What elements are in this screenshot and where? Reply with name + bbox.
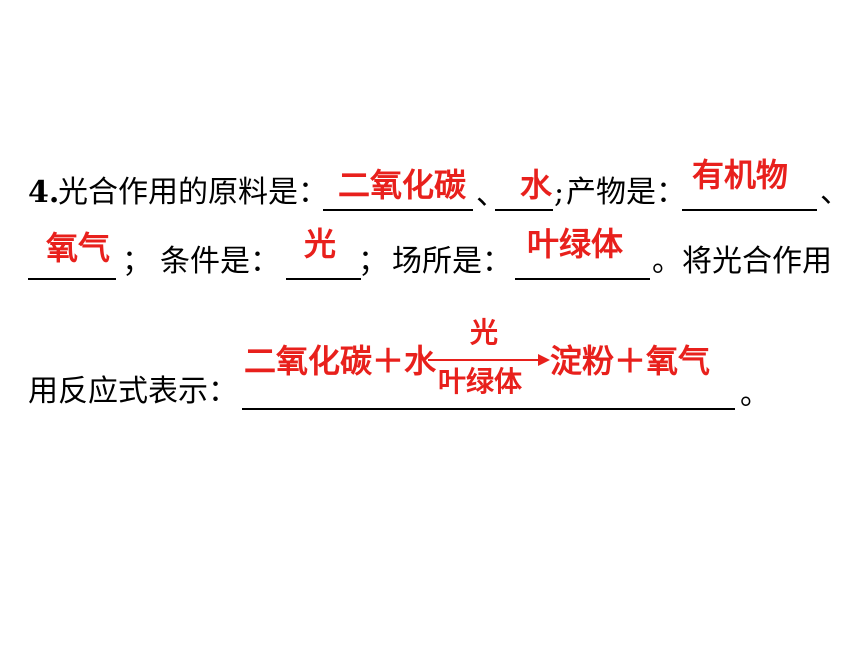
separator-dun-end: 、 — [820, 175, 850, 210]
question-text-materials: 光合作用的原料是： — [58, 175, 328, 210]
question-number: 4. — [28, 175, 60, 210]
separator-semicolon-2: ； — [358, 244, 388, 279]
answer-condition: 光 — [304, 225, 337, 263]
equation-left: 二氧化碳＋水 — [244, 342, 437, 380]
equation-under-site: 叶绿体 — [438, 365, 523, 398]
blank-product1[interactable] — [682, 209, 817, 211]
blank-raw2[interactable] — [495, 209, 553, 211]
blank-product2[interactable] — [28, 278, 116, 280]
equation-arrow-line — [428, 359, 540, 361]
separator-dun: 、 — [476, 177, 506, 212]
blank-site[interactable] — [515, 278, 650, 280]
answer-site: 叶绿体 — [527, 225, 624, 263]
question-text-condition: 条件是： — [160, 244, 280, 279]
blank-condition[interactable] — [286, 278, 361, 280]
answer-product2: 氧气 — [46, 229, 111, 267]
question-text-equation-intro: 。将光合作用 — [652, 244, 832, 279]
equation-over-condition: 光 — [470, 316, 499, 349]
blank-equation[interactable] — [242, 408, 735, 410]
blank-raw1[interactable] — [323, 209, 473, 211]
question-text-equation: 用反应式表示： — [28, 374, 238, 409]
question-text-site: 场所是： — [392, 244, 512, 279]
answer-raw2: 水 — [520, 166, 553, 204]
answer-raw1: 二氧化碳 — [338, 166, 467, 204]
end-period: 。 — [740, 377, 770, 412]
answer-product1: 有机物 — [692, 156, 789, 194]
equation-right: 淀粉＋氧气 — [550, 342, 711, 380]
arrow-right-icon — [538, 354, 550, 366]
separator-semicolon: ; — [554, 175, 565, 210]
question-text-products: 产物是： — [566, 175, 686, 210]
separator-semicolon-1: ； — [122, 244, 152, 279]
